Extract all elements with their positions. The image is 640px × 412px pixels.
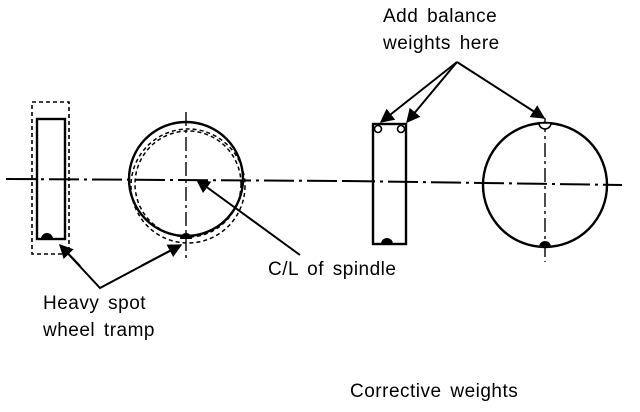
arrow-heavy-spot-to-side [59,243,81,267]
arrow-heavy-spot-leader [59,244,182,290]
balance-label-line1: Add balance [383,6,498,27]
heavy-spot-label-line2: wheel tramp [43,320,155,341]
arrow-balance-to-front [456,61,546,119]
spindle-centerline-left [5,178,346,182]
heavy-spot-front [180,233,192,239]
arrow-heavy-spot-to-front [140,244,183,267]
balance-weight-side-top-right [396,124,406,134]
wheel-tramp-front-displaced-inner [134,130,242,238]
heavy-spot-front-corrected [539,241,551,247]
heavy-spot-side [41,233,53,239]
heavy-spot-side-corrected [381,238,393,244]
heavy-spot-label-line1: Heavy spot [43,293,147,314]
arrow-spindle-leader [195,179,301,256]
arrow-balance-to-side-left [379,61,458,123]
corrective-weights-label: Corrective weights [350,381,519,402]
balance-weight-front-top [538,122,552,130]
wheel-tramp-front-displaced-outer [130,128,246,244]
wheel-tramp-side-displaced [31,101,70,255]
balance-weight-side-top-left [373,124,383,134]
wheel-corrected-side [371,122,408,246]
balance-label-line2: weights here [383,33,500,54]
arrow-balance-to-side-right [406,61,458,124]
spindle-label: C/L of spindle [268,259,397,280]
